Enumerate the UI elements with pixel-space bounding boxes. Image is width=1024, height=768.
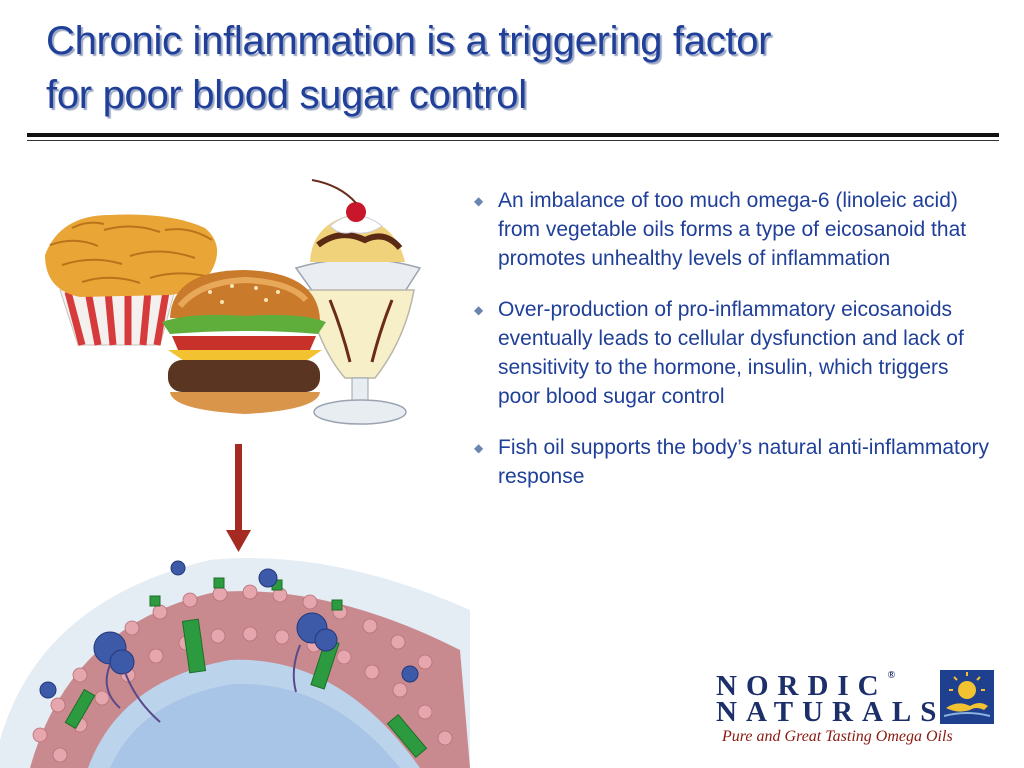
burger-illustration [162,270,326,414]
illustration [0,179,470,768]
list-item: ◆ Over-production of pro-inflammatory ei… [470,295,990,411]
logo-line-1: NORDIC [716,670,888,702]
list-item: ◆ An imbalance of too much omega-6 (lino… [470,186,990,273]
nordic-naturals-logo: NORDIC® NATURALS Pure and Great Tasting … [716,670,996,760]
title-divider-thin [27,140,999,141]
title-line-1: Chronic inflammation is a triggering fac… [46,19,772,63]
diamond-bullet-icon: ◆ [474,441,484,455]
diamond-bullet-icon: ◆ [474,303,484,317]
down-arrow-icon [226,444,251,552]
title-line-2: for poor blood sugar control [46,73,527,117]
tagline: Pure and Great Tasting Omega Oils [722,728,953,745]
bullet-text: Over-production of pro-inflammatory eico… [498,298,964,408]
fish-emblem-icon [940,670,994,724]
registered-mark: ® [887,670,896,681]
bullet-text: An imbalance of too much omega-6 (linole… [498,189,967,270]
title-divider [27,133,999,137]
cell-membrane-illustration [0,558,470,768]
slide-title: Chronic inflammation is a triggering fac… [46,14,996,122]
diamond-bullet-icon: ◆ [474,194,484,208]
logo-line-2: NATURALS [716,696,946,728]
sundae-illustration [294,179,422,425]
bullet-list: ◆ An imbalance of too much omega-6 (lino… [470,186,990,513]
list-item: ◆ Fish oil supports the body’s natural a… [470,433,990,491]
bullet-text: Fish oil supports the body’s natural ant… [498,436,990,488]
fries-illustration [45,214,218,346]
